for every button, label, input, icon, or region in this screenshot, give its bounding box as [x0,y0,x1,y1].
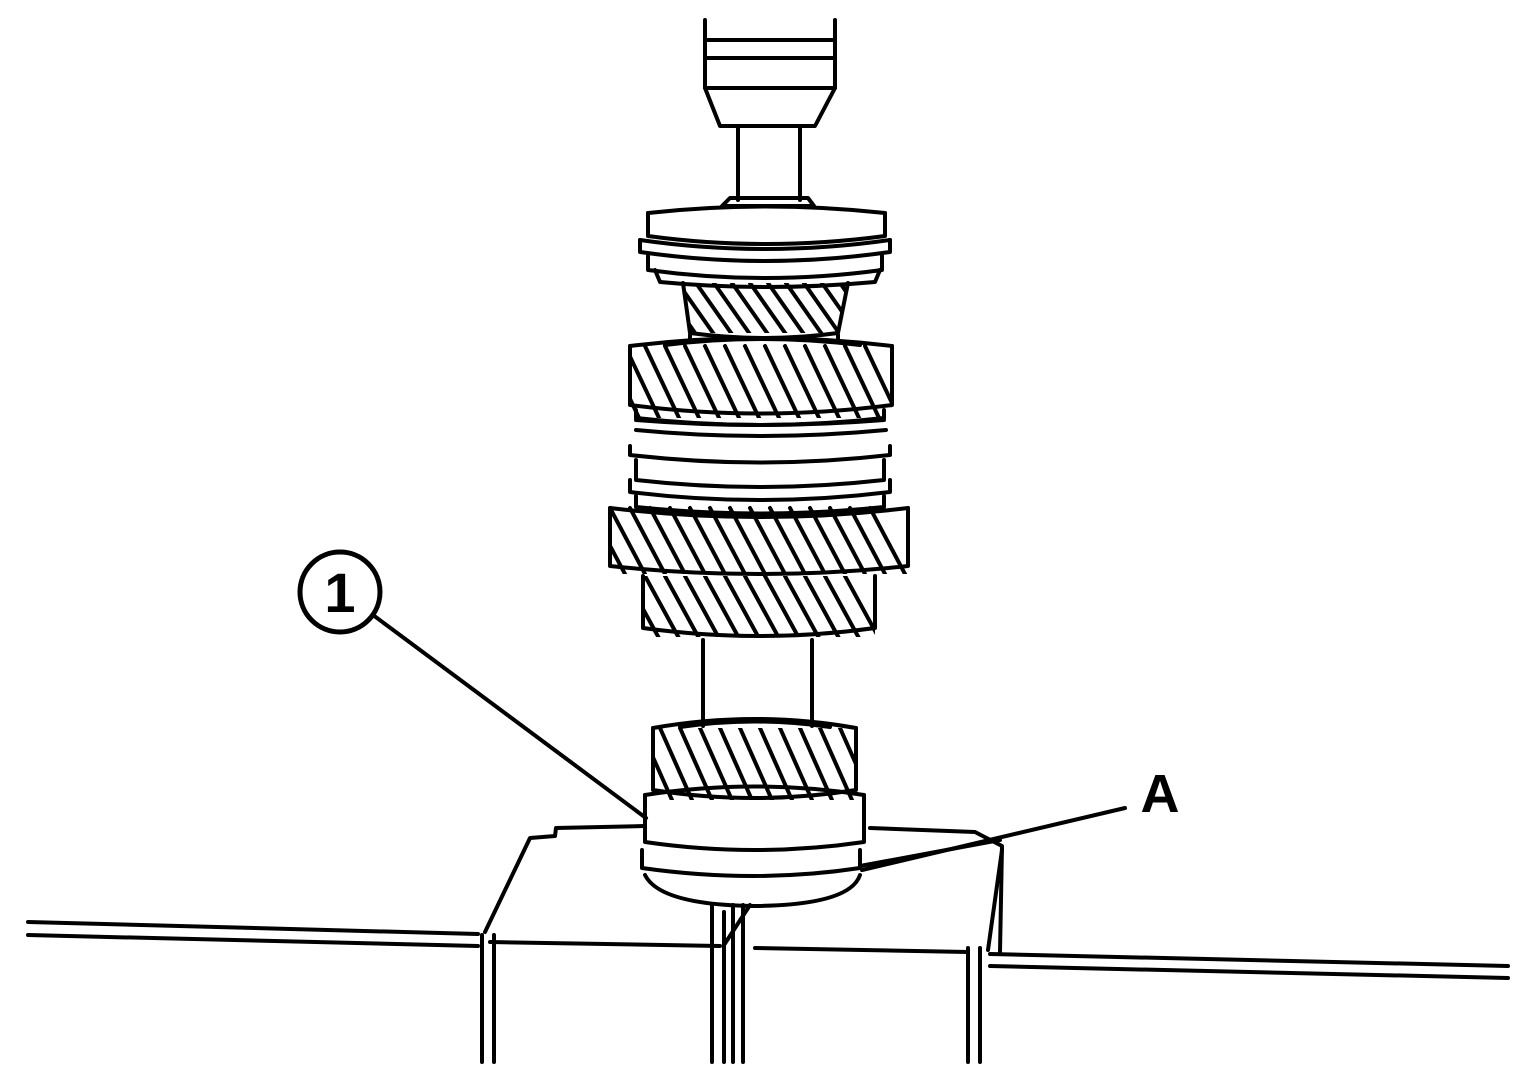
gear-lower [608,506,910,638]
synchronizer-top [638,204,892,289]
leader-line-part-1 [371,613,648,820]
main-shaft [701,638,814,728]
callout-a-label: A [1141,764,1180,824]
bearing-part-1 [640,784,866,908]
gear-top [681,281,850,344]
press-ram [703,18,837,208]
callout-part-1-label: 1 [324,561,355,624]
callout-part-1: 1 [297,549,383,635]
synchronizer-middle [628,418,892,516]
leader-line-a [860,806,1127,872]
gear-main [628,336,894,427]
press-fixture [26,824,1510,1064]
callout-circle [297,549,383,635]
